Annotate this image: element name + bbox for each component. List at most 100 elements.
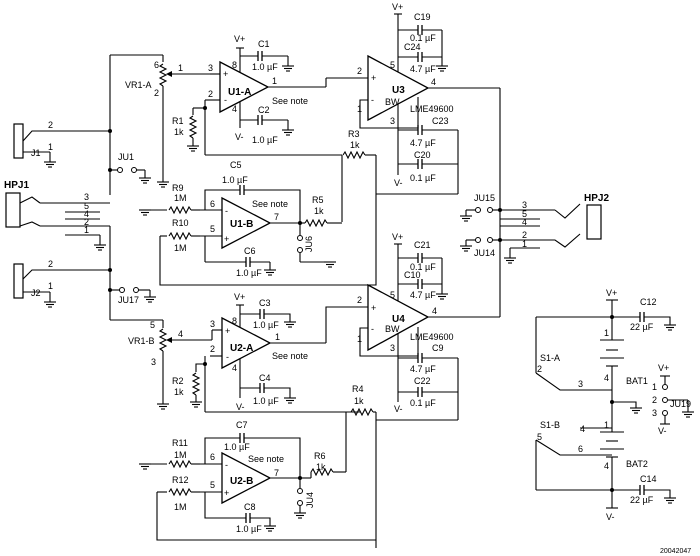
op-amp-u1-a: U1-A + - 3 2 8 V+ 4 V- 1 See note [205,34,326,142]
u1-b-see-note: See note [252,199,288,209]
u1-a-minus: - [224,95,227,105]
c1-label: C1 [258,39,270,49]
s1-a-pin-2: 2 [537,364,542,374]
vr1-a-pin-6: 6 [154,60,159,70]
u1-b-plus: + [224,234,229,244]
hpj2-pin-1: 1 [522,239,527,249]
c19-value: 0.1 µF [410,33,436,43]
u4-minus: - [371,324,374,334]
u2-a-label: U2-A [230,343,253,354]
buffer-u3: U3 BW LME49600 + - 2 1 4 5 3 [325,14,500,175]
c21-label: C21 [414,240,431,250]
r3-label: R3 [348,129,360,139]
bat1-pin-1: 1 [604,328,609,338]
u3-pin-5: 5 [390,60,395,70]
c5-label: C5 [230,160,242,170]
s1-b-pin-5: 5 [537,432,542,442]
u2-b-see-note: See note [248,454,284,464]
u1-a-plus: + [223,69,228,79]
c12-value: 22 µF [630,322,654,332]
c1-value: 1.0 µF [252,62,278,72]
c6-value: 1.0 µF [236,268,262,278]
u2-a-vminus: V- [236,402,245,412]
r5-label: R5 [312,195,324,205]
u4-vminus: V- [394,404,403,414]
u2-a-pin-3: 3 [210,319,215,329]
u1-a-pin-1: 1 [272,76,277,86]
u1-a-pin-3: 3 [208,63,213,73]
vr1-a-pin-1: 1 [178,63,183,73]
r2-label: R2 [172,376,184,386]
ju15-label: JU15 [474,193,495,203]
u4-pin-3: 3 [390,343,395,353]
c3-label: C3 [259,298,271,308]
s1-b-pin-6: 6 [578,444,583,454]
bat2-label: BAT2 [626,459,648,469]
c7-value: 1.0 µF [224,442,250,452]
c24-label: C24 [404,42,421,52]
u2-a-pin-4: 4 [232,363,237,373]
vr1-a-pin-2: 2 [154,88,159,98]
op-amp-u2-a: U2-A + - 3 2 8 4 1 See note V+ V- [210,292,308,412]
u4-pin-5: 5 [390,290,395,300]
ju19-pin-2: 2 [652,395,657,405]
u1-a-pin-4: 4 [232,104,237,114]
u1-a-pin-2: 2 [208,89,213,99]
j1-label: J1 [31,148,41,158]
u2-a-minus: - [226,352,229,362]
s1-a-label: S1-A [540,353,560,363]
ju17-label: JU17 [118,295,139,305]
bat2-pin-4: 4 [604,461,609,471]
vr1-b-potentiometer: VR1-B 5 4 3 [128,320,212,410]
c22-value: 0.1 µF [410,398,436,408]
u4-pin-4: 4 [432,306,437,316]
r11-value: 1M [174,450,187,460]
headphone-jack-hpj1: HPJ1 3 5 4 2 1 [4,180,110,251]
vr1-b-pin-3: 3 [151,357,156,367]
hpj2-label: HPJ2 [584,193,609,204]
r4-value: 1k [354,396,364,406]
j1-pin-1: 1 [48,142,53,152]
u4-pin-2: 2 [357,295,362,305]
u1-a-see-note: See note [272,96,308,106]
u3-bw: BW [385,97,400,107]
r3-value: 1k [350,140,360,150]
c20-label: C20 [414,150,431,160]
u3-part: LME49600 [410,104,454,114]
j2-pin-2: 2 [48,259,53,269]
c21-value: 0.1 µF [410,262,436,272]
r10-label: R10 [172,218,189,228]
j2-label: J2 [31,288,41,298]
u1-b-pin-7: 7 [274,212,279,222]
channel-a: J1 2 1 VR1-A 6 1 2 U1-A + - [13,2,500,286]
u2-a-pin-2: 2 [210,344,215,354]
vr1-b-label: VR1-B [128,336,155,346]
headphone-jack-hpj2: HPJ2 3 5 4 2 1 JU15 JU14 [459,88,609,317]
c20-value: 0.1 µF [410,173,436,183]
u2-b-plus: + [224,488,229,498]
u1-b-pin-6: 6 [210,199,215,209]
r9-label: R9 [172,183,184,193]
power-supply: V+ C12 22 µF S1-A 2 3 1 4 BAT1 [535,288,695,522]
c23-value: 4.7 µF [410,138,436,148]
u3-plus: + [371,73,376,83]
c14-label: C14 [640,474,657,484]
u2-a-vplus: V+ [234,292,245,302]
ju19-pin-1: 1 [652,382,657,392]
buffer-u4: U4 BW LME49600 + - 2 1 4 5 3 V+ V- [357,232,454,414]
c12-label: C12 [640,297,657,307]
u1-b-label: U1-B [230,219,253,230]
u4-part: LME49600 [410,332,454,342]
u2-a-see-note: See note [272,351,308,361]
ju14-label: JU14 [474,248,495,258]
r12-label: R12 [172,475,189,485]
c2-value: 1.0 µF [252,135,278,145]
u2-b-pin-5: 5 [210,480,215,490]
u2-b-pin-7: 7 [274,468,279,478]
ju19-vminus: V- [658,426,667,436]
u1-a-vplus: V+ [234,34,245,44]
hpj1-pin-3: 3 [84,192,89,202]
ju1-label: JU1 [118,152,134,162]
ju19-pin-3: 3 [652,408,657,418]
